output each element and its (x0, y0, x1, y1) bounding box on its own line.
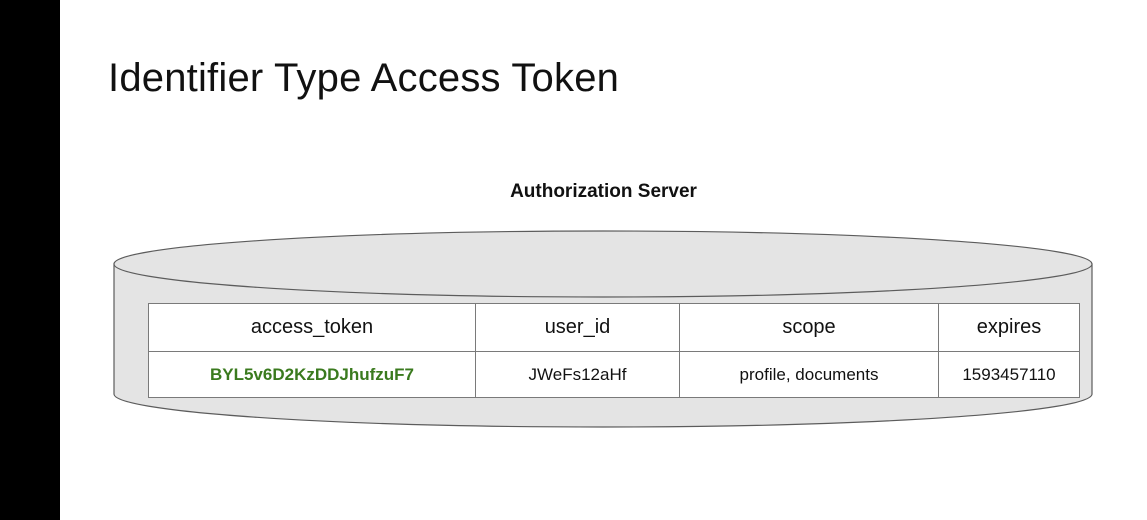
column-header-expires: expires (938, 303, 1080, 352)
slide-title: Identifier Type Access Token (108, 56, 620, 100)
expires-cell: 1593457110 (938, 351, 1080, 398)
table-row: BYL5v6D2KzDDJhufzuF7 JWeFs12aHf profile,… (148, 351, 1080, 398)
column-header-scope: scope (679, 303, 939, 352)
user-id-cell: JWeFs12aHf (475, 351, 680, 398)
token-table: access_token user_id scope expires BYL5v… (148, 303, 1080, 398)
authorization-server-label: Authorization Server (510, 181, 697, 202)
scope-cell: profile, documents (679, 351, 939, 398)
access-token-cell: BYL5v6D2KzDDJhufzuF7 (148, 351, 476, 398)
column-header-access-token: access_token (148, 303, 476, 352)
cylinder-top (113, 230, 1093, 298)
table-header-row: access_token user_id scope expires (148, 303, 1080, 352)
left-black-bar (0, 0, 60, 520)
column-header-user-id: user_id (475, 303, 680, 352)
